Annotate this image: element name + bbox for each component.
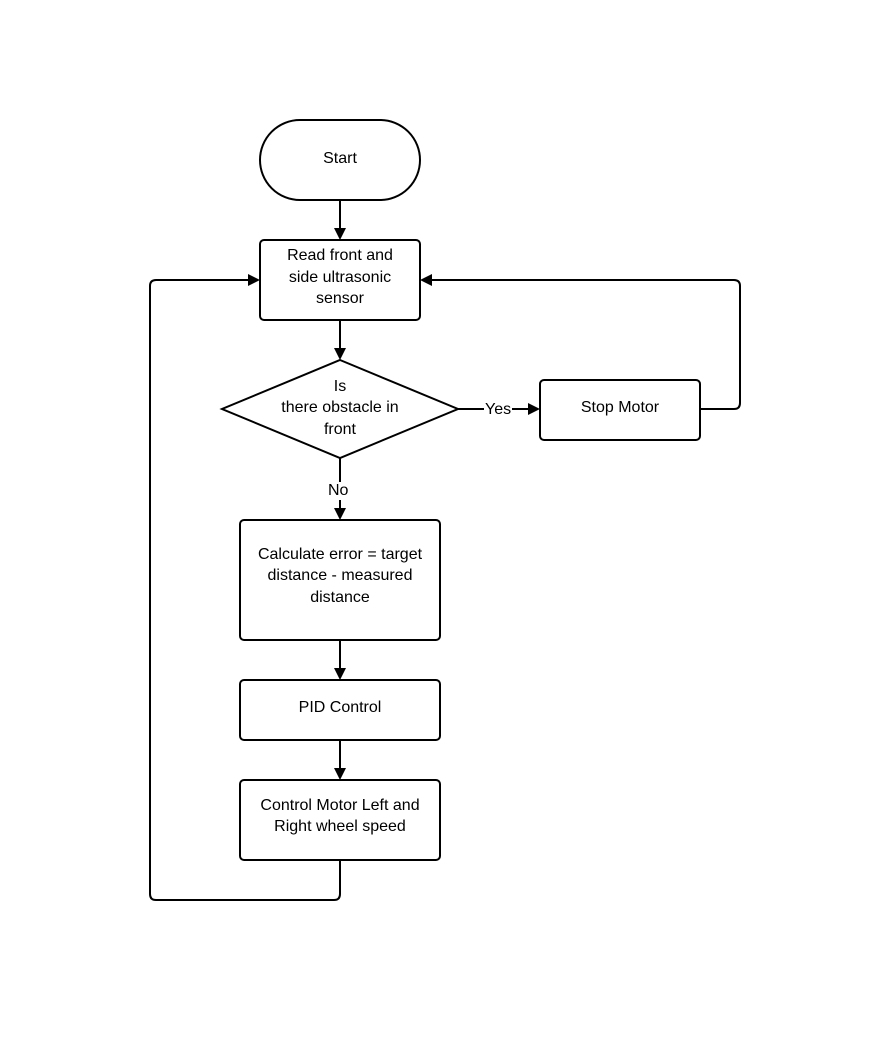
edge-stop-to-read (420, 274, 741, 410)
pid-control-label: PID Control (298, 698, 382, 716)
calculate-error-label: Calculate error = target distance - meas… (257, 545, 423, 606)
read-sensor-label: Read front and side ultrasonic sensor (287, 247, 393, 308)
edge-read-to-decision (334, 320, 346, 360)
edge-calculate-to-pid (334, 640, 346, 680)
edge-control-to-read (149, 274, 341, 901)
yes-edge-label: Yes (484, 401, 513, 419)
stop-motor-label: Stop Motor (580, 399, 660, 417)
edge-pid-to-control (334, 740, 346, 780)
control-motor-label: Control Motor Left and Right wheel speed (260, 796, 420, 836)
start-label: Start (323, 150, 357, 168)
obstacle-decision-label: Is there obstacle in front (281, 377, 399, 438)
no-edge-label: No (327, 482, 350, 500)
edge-start-to-read (334, 200, 346, 240)
